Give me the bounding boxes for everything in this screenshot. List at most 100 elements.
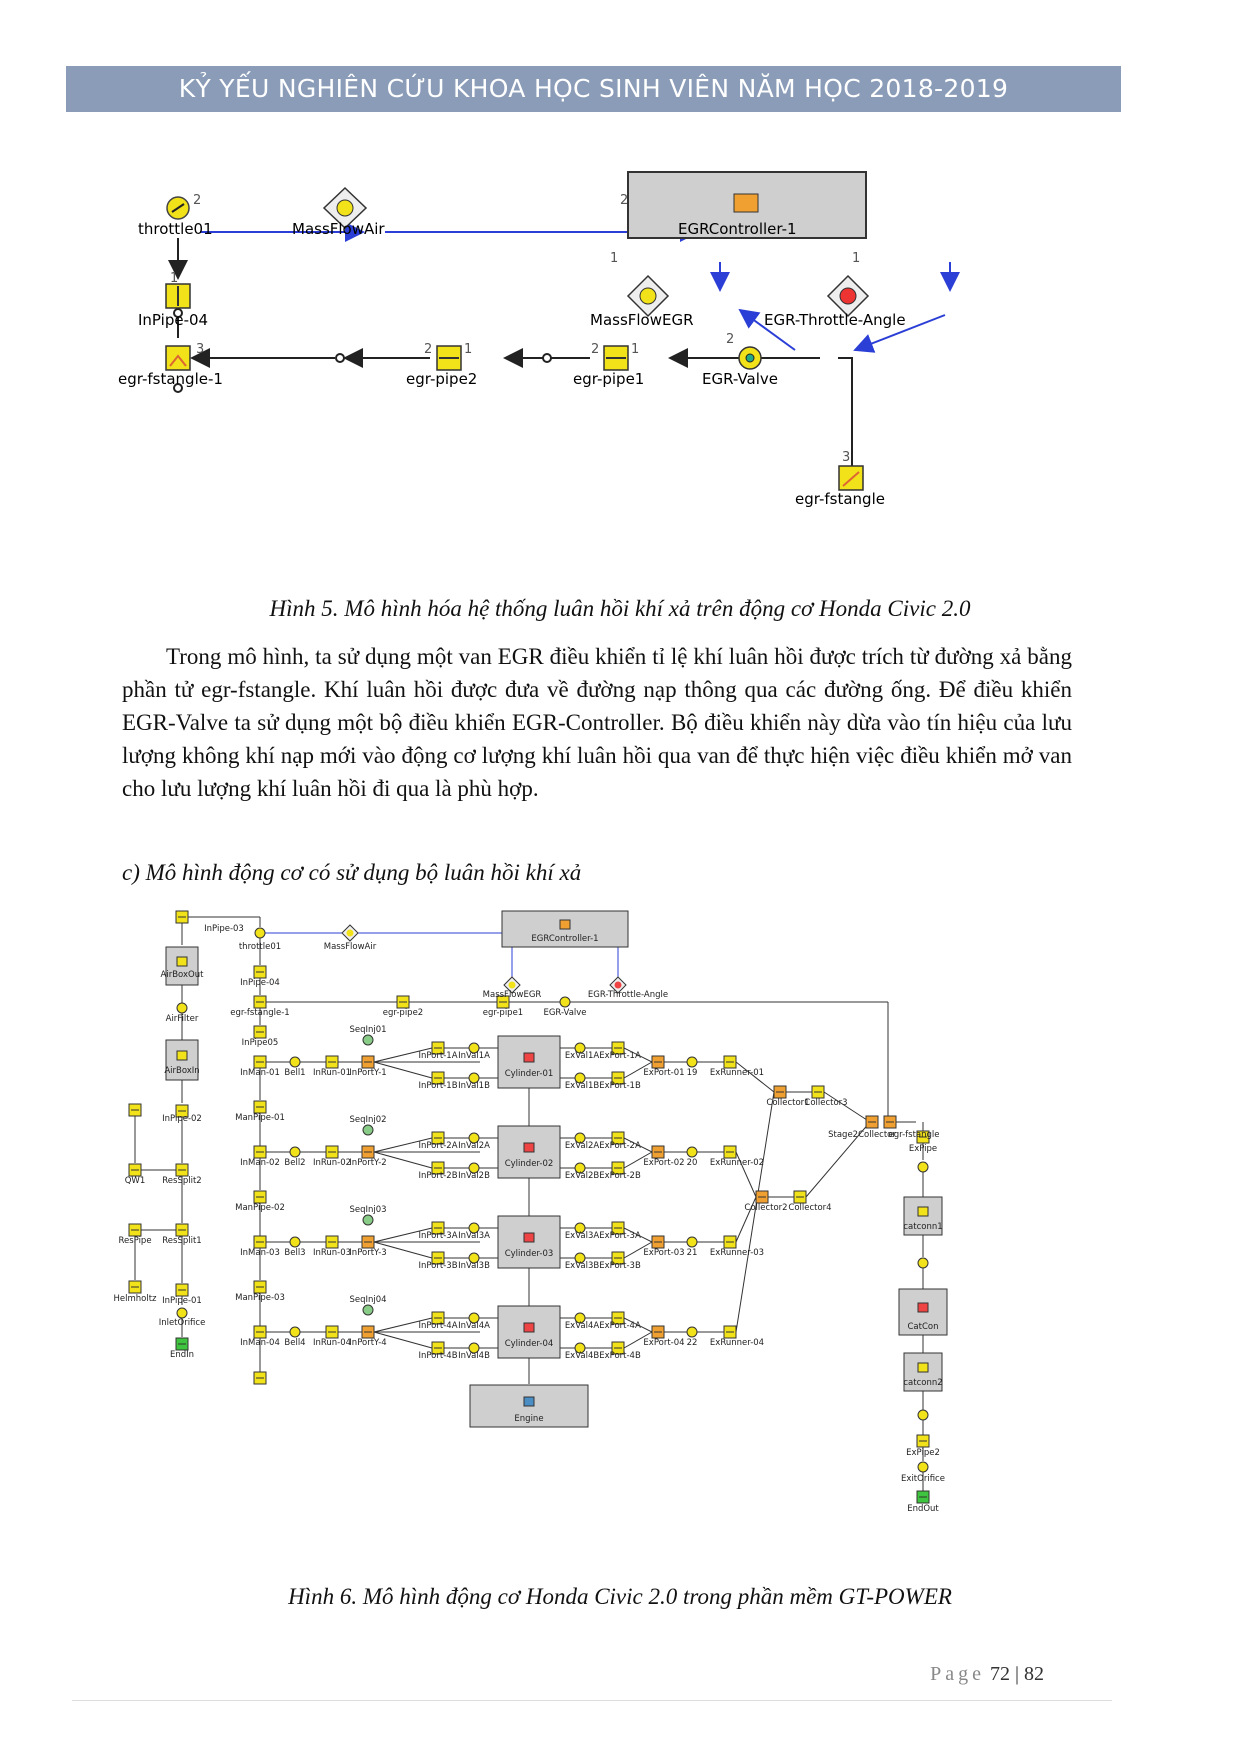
label-export-b: ExPort-4B [599, 1351, 641, 1361]
label-inport-a: InPort-4A [418, 1321, 457, 1331]
inval-b-node [468, 1252, 480, 1264]
page-footer: Page 72 | 82 [930, 1663, 1044, 1686]
label-export-a: ExPort-2A [599, 1141, 641, 1151]
label-collector3: Collector3 [804, 1098, 847, 1108]
label-export-a: ExPort-4A [599, 1321, 641, 1331]
label-bell: Bell4 [284, 1338, 305, 1348]
label-massflowegr: MassFlowEGR [590, 311, 694, 329]
label-inval-a: InVal4A [458, 1321, 490, 1331]
label-stage2: Stage2Collector [828, 1130, 896, 1140]
label-inport-a: InPort-1A [418, 1051, 457, 1061]
label-ressplit2: ResSplit2 [162, 1176, 201, 1186]
inval-b-node [468, 1342, 480, 1354]
inval-b-node [468, 1162, 480, 1174]
label-exrunner: ExRunner-04 [710, 1338, 764, 1348]
label-inporty: InPortY-2 [349, 1158, 386, 1168]
label-airboxout: AirBoxOut [161, 970, 205, 980]
label-throttleangle: EGR-Throttle-Angle [588, 990, 668, 1000]
label-inpipe04: InPipe-04 [240, 978, 280, 988]
inval-a-node [468, 1132, 480, 1144]
label-cylinder: Cylinder-03 [505, 1249, 554, 1259]
label-respipe: ResPipe [118, 1236, 151, 1246]
throttle-node [254, 927, 266, 939]
label-inrun: InRun-03 [313, 1248, 351, 1258]
page-word: Page [930, 1663, 985, 1685]
label-inport-a: InPort-3A [418, 1231, 457, 1241]
label-pipe1: egr-pipe1 [483, 1008, 523, 1018]
label-inletorifice: InletOrifice [159, 1318, 206, 1328]
label-expipe2: ExPipe2 [906, 1448, 940, 1458]
label-exrunner: ExRunner-01 [710, 1068, 764, 1078]
label-export-a: ExPort-3A [599, 1231, 641, 1241]
inval-a-node [468, 1222, 480, 1234]
label-inman: InMan-03 [240, 1248, 280, 1258]
label-catconn1: catconn1 [903, 1222, 942, 1232]
label-controller: EGRController-1 [531, 934, 598, 944]
egr-fstangle-1-block [165, 345, 191, 371]
header-banner: KỶ YẾU NGHIÊN CỨU KHOA HỌC SINH VIÊN NĂM… [66, 66, 1121, 112]
label-pipe2: egr-pipe2 [383, 1008, 423, 1018]
svg-text:3: 3 [196, 342, 204, 357]
svg-text:2: 2 [726, 332, 734, 347]
exrunner-circle [686, 1056, 698, 1068]
label-inval-a: InVal1A [458, 1051, 490, 1061]
bell-node [289, 1056, 301, 1068]
label-fstangle1: egr-fstangle-1 [118, 370, 223, 388]
label-throttle: throttle01 [138, 220, 213, 238]
label-bell: Bell1 [284, 1068, 305, 1078]
label-stage2angle: egr-fstangle [889, 1130, 940, 1140]
label-valve: EGR-Valve [702, 370, 778, 388]
label-manpipe: ManPipe-02 [235, 1203, 285, 1213]
exval-b-node [574, 1162, 586, 1174]
label-exval-a: ExVal3A [565, 1231, 600, 1241]
exrunner-circle [686, 1146, 698, 1158]
label-inpipe01: InPipe-01 [162, 1296, 202, 1306]
label-cylinder: Cylinder-02 [505, 1159, 554, 1169]
label-pipe1: egr-pipe1 [573, 370, 644, 388]
label-export-b: ExPort-2B [599, 1171, 641, 1181]
throttle-angle-actuator-icon [826, 274, 870, 318]
label-throttleangle: EGR-Throttle-Angle [764, 311, 906, 329]
label-exval-a: ExVal1A [565, 1051, 600, 1061]
svg-text:2: 2 [591, 342, 599, 357]
figure-5-egr-diagram: throttle01 MassFlowAir EGRController-1 M… [118, 171, 960, 508]
label-ressplit1: ResSplit1 [162, 1236, 201, 1246]
label-inman: InMan-01 [240, 1068, 280, 1078]
bell-node [289, 1326, 301, 1338]
label-inport-b: InPort-1B [418, 1081, 457, 1091]
egr-valve-node [559, 996, 571, 1008]
seqinj-node [362, 1034, 374, 1046]
inval-a-node [468, 1042, 480, 1054]
catcon-circle [917, 1257, 929, 1269]
svg-text:1: 1 [610, 251, 618, 266]
label-exitorifice: ExitOrifice [901, 1474, 945, 1484]
seqinj-node [362, 1304, 374, 1316]
paragraph-text: Trong mô hình, ta sử dụng một van EGR đi… [122, 644, 1072, 801]
exitorifice-node [917, 1461, 929, 1473]
label-inporty: InPortY-4 [349, 1338, 386, 1348]
label-engine: Engine [514, 1414, 543, 1424]
svg-text:3: 3 [842, 450, 850, 465]
page-number: 72 | 82 [989, 1663, 1044, 1685]
exrunner-circle [686, 1326, 698, 1338]
label-collector2: Collector2 [744, 1203, 787, 1213]
svg-text:2: 2 [620, 193, 628, 208]
label-inport-a: InPort-2A [418, 1141, 457, 1151]
label-inman: InMan-02 [240, 1158, 280, 1168]
label-seqinj: SeqInj04 [349, 1295, 386, 1305]
exrunner-circle [686, 1236, 698, 1248]
label-inporty: InPortY-1 [349, 1068, 386, 1078]
label-bell: Bell2 [284, 1158, 305, 1168]
label-runner-num: 21 [687, 1248, 698, 1258]
controller-icon [733, 193, 759, 213]
inval-a-node [468, 1312, 480, 1324]
body-paragraph: Trong mô hình, ta sử dụng một van EGR đi… [122, 640, 1072, 805]
subheading: c) Mô hình động cơ có sử dụng bộ luân hồ… [122, 860, 582, 885]
label-inpipe02: InPipe-02 [162, 1114, 202, 1124]
label-inport-b: InPort-2B [418, 1171, 457, 1181]
label-inrun: InRun-04 [313, 1338, 351, 1348]
label-export: ExPort-01 [643, 1068, 684, 1078]
label-massflowegr: MassFlowEGR [483, 990, 542, 1000]
label-seqinj: SeqInj02 [349, 1115, 386, 1125]
label-export: ExPort-02 [643, 1158, 684, 1168]
